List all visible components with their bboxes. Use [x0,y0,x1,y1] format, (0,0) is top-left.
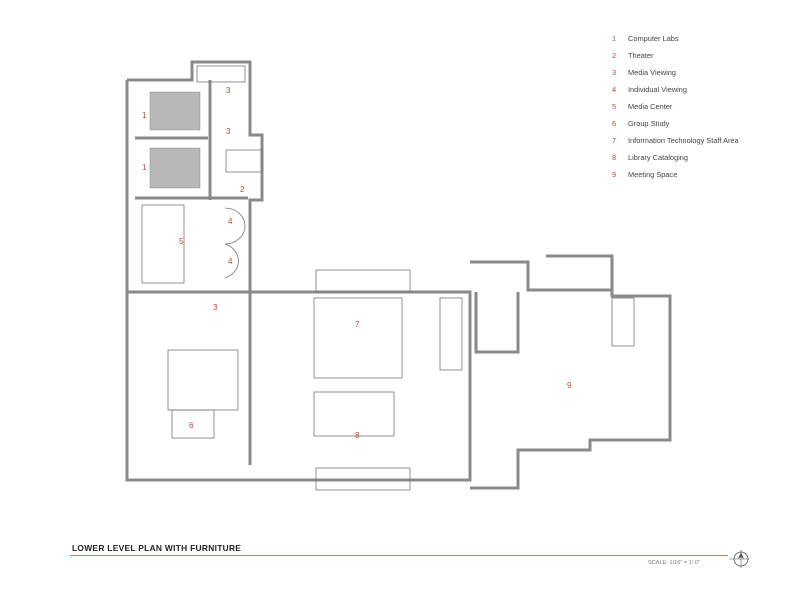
room-label-group-study: 6 [189,421,194,430]
legend-label: Meeting Space [628,170,678,179]
legend-label: Theater [628,51,654,60]
room-label-library-cataloging: 8 [355,431,360,440]
legend-label: Computer Labs [628,34,679,43]
legend-item: 4 Individual Viewing [612,85,788,102]
room-label-media-center: 5 [179,237,184,246]
legend-item: 8 Library Cataloging [612,153,788,170]
room-label-media-viewing-lower: 3 [213,303,218,312]
legend-number: 3 [612,68,617,77]
plan-title: LOWER LEVEL PLAN WITH FURNITURE [72,543,242,553]
legend-number: 4 [612,85,617,94]
room-label-media-viewing-top: 3 [226,86,231,95]
legend-item: 7 Information Technology Staff Area [612,136,788,153]
legend-number: 1 [612,34,617,43]
legend-label: Group Study [628,119,670,128]
legend-item: 5 Media Center [612,102,788,119]
legend-number: 9 [612,170,617,179]
legend-label: Media Viewing [628,68,676,77]
legend-label: Individual Viewing [628,85,688,94]
legend-label: Information Technology Staff Area [628,136,739,145]
north-arrow-icon [729,550,749,568]
room-label-individual-viewing-south: 4 [228,257,233,266]
room-label-theater: 2 [240,185,245,194]
legend-label: Media Center [628,102,673,111]
room-label-it-staff-area: 7 [355,320,360,329]
legend-number: 5 [612,102,617,111]
legend-item: 2 Theater [612,51,788,68]
room-legend: 1 Computer Labs 2 Theater 3 Media Viewing 4… [612,34,788,187]
legend-number: 8 [612,153,617,162]
legend-label: Library Cataloging [628,153,688,162]
legend-item: 6 Group Study [612,119,788,136]
legend-number: 6 [612,119,617,128]
room-label-computer-lab-north: 1 [142,111,147,120]
title-rule [70,555,728,556]
scale-note: SCALE: 1/16" = 1'-0" [648,560,700,566]
room-label-computer-lab-south: 1 [142,163,147,172]
room-label-meeting-space: 9 [567,381,572,390]
legend-number: 2 [612,51,617,60]
legend-number: 7 [612,136,617,145]
legend-item: 9 Meeting Space [612,170,788,187]
legend-item: 3 Media Viewing [612,68,788,85]
room-label-media-viewing-mid: 3 [226,127,231,136]
legend-item: 1 Computer Labs [612,34,788,51]
room-label-individual-viewing-north: 4 [228,217,233,226]
